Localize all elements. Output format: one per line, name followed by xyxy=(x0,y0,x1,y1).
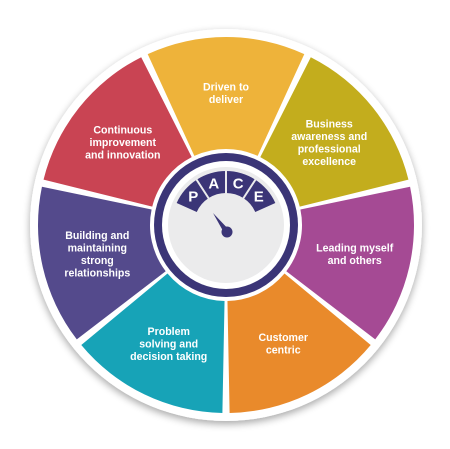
segment-label-line: Problem xyxy=(148,326,190,338)
segment-label-line: professional xyxy=(298,143,361,155)
segment-label-line: improvement xyxy=(90,137,157,149)
segment-building-relationships xyxy=(37,186,166,340)
gauge-pivot xyxy=(221,226,233,238)
segment-label-line: and others xyxy=(328,255,382,267)
segment-label-line: Leading myself xyxy=(316,243,394,255)
segment-label-line: strong xyxy=(81,255,114,267)
segment-driven-to-deliver xyxy=(147,37,305,156)
segment-label-line: solving and xyxy=(139,338,198,350)
segment-customer-centric xyxy=(227,273,371,413)
segment-business-awareness xyxy=(260,57,409,207)
segment-label-line: relationships xyxy=(64,268,130,280)
gauge-letter-c: C xyxy=(233,175,244,192)
segment-problem-solving xyxy=(81,273,225,413)
segment-label-line: awareness and xyxy=(291,131,367,143)
segment-label-line: Continuous xyxy=(93,125,152,137)
gauge-letter-e: E xyxy=(254,189,264,206)
gauge-divider xyxy=(195,178,210,200)
segment-label-line: and innovation xyxy=(85,150,160,162)
segment-label-line: Business xyxy=(306,118,353,130)
segment-label-line: deliver xyxy=(209,94,243,106)
gauge-divider xyxy=(242,178,257,200)
gauge-letter-p: P xyxy=(188,189,198,206)
segment-label-line: maintaining xyxy=(68,243,127,255)
segment-label-line: Customer xyxy=(259,332,308,344)
segment-leading-myself xyxy=(286,186,415,340)
gauge-letter-a: A xyxy=(208,175,219,192)
segment-label-line: decision taking xyxy=(130,351,207,363)
segment-continuous-improvement xyxy=(43,57,192,207)
segment-label-line: Building and xyxy=(65,230,129,242)
segment-label-line: centric xyxy=(266,345,301,357)
segment-label-line: Driven to xyxy=(203,81,249,93)
segment-label-line: excellence xyxy=(302,156,356,168)
